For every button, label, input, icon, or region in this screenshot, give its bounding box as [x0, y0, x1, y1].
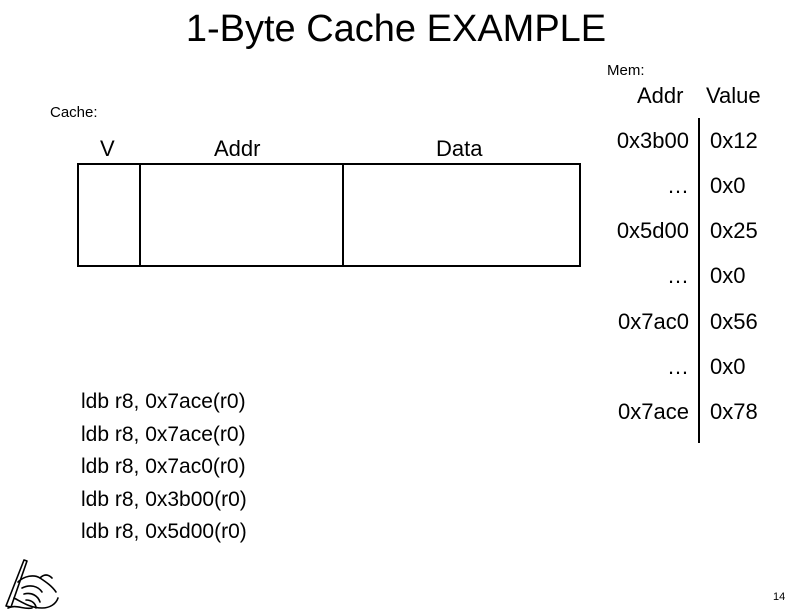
- memory-addr: …: [667, 354, 689, 379]
- memory-row: 0x7ace 0x78: [600, 389, 780, 435]
- memory-addr: 0x7ac0: [618, 309, 689, 334]
- cache-label: Cache:: [50, 104, 98, 121]
- memory-addr: 0x7ace: [618, 399, 689, 424]
- cache-cell-v: [79, 165, 139, 265]
- memory-addr-header: Addr: [637, 83, 684, 108]
- cache-col-addr-header: Addr: [214, 136, 261, 161]
- memory-value: 0x0: [710, 173, 746, 198]
- memory-value: 0x78: [710, 399, 758, 424]
- memory-value: 0x12: [710, 128, 758, 153]
- memory-row: … 0x0: [600, 344, 780, 390]
- memory-row: 0x3b00 0x12: [600, 118, 780, 164]
- slide-title: 1-Byte Cache EXAMPLE: [185, 8, 607, 50]
- cache-cell-data: [342, 165, 579, 265]
- memory-value: 0x25: [710, 218, 758, 243]
- memory-value-header: Value: [706, 83, 761, 108]
- memory-addr: …: [667, 173, 689, 198]
- instruction-line: ldb r8, 0x5d00(r0): [81, 520, 247, 543]
- memory-addr: …: [667, 263, 689, 288]
- memory-value: 0x56: [710, 309, 758, 334]
- memory-row: … 0x0: [600, 253, 780, 299]
- page-number: 14: [773, 591, 786, 603]
- memory-row: 0x5d00 0x25: [600, 208, 780, 254]
- cache-col-data-header: Data: [436, 136, 483, 161]
- instruction-line: ldb r8, 0x7ac0(r0): [81, 455, 246, 478]
- memory-table: 0x3b00 0x12 … 0x0 0x5d00 0x25 … 0x0 0x7a…: [600, 118, 780, 443]
- memory-value: 0x0: [710, 263, 746, 288]
- instruction-list: ldb r8, 0x7ace(r0) ldb r8, 0x7ace(r0) ld…: [81, 386, 247, 549]
- memory-divider: [698, 118, 700, 443]
- instruction-line: ldb r8, 0x3b00(r0): [81, 487, 247, 511]
- cache-col-v-header: V: [100, 136, 115, 161]
- memory-row: 0x7ac0 0x56: [600, 299, 780, 345]
- memory-label: Mem:: [607, 62, 645, 79]
- memory-addr: 0x5d00: [616, 218, 689, 243]
- cache-table: [77, 163, 581, 267]
- cache-cell-addr: [139, 165, 342, 265]
- instruction-line: ldb r8, 0x7ace(r0): [81, 390, 246, 413]
- memory-addr: 0x3b00: [616, 128, 689, 153]
- instruction-line: ldb r8, 0x7ace(r0): [81, 422, 246, 446]
- memory-row: … 0x0: [600, 163, 780, 209]
- writing-hand-icon: [5, 559, 59, 610]
- memory-value: 0x0: [710, 354, 746, 379]
